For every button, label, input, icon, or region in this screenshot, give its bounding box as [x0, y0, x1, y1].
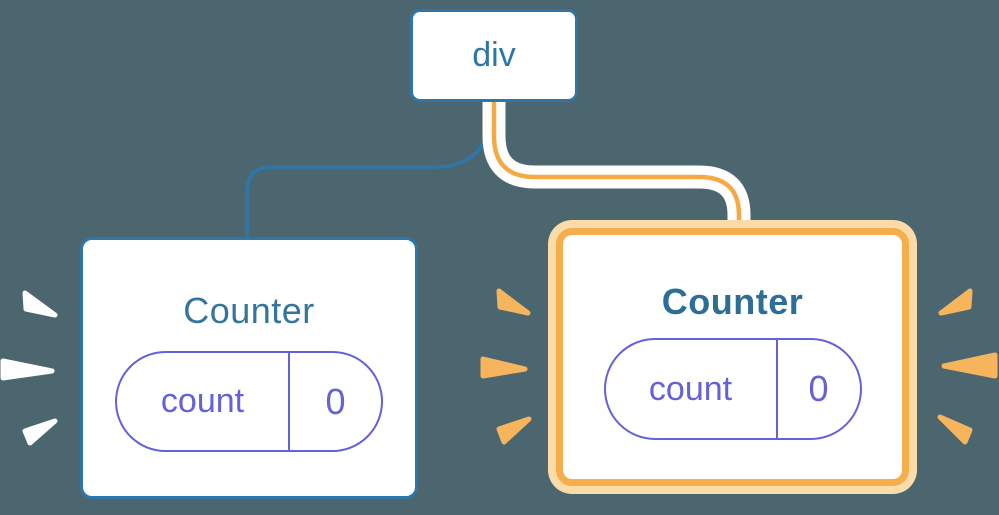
sparkle-icon	[22, 290, 58, 318]
counter-card-right-highlighted: Counter count 0	[556, 228, 909, 486]
counter-title: Counter	[183, 290, 315, 331]
burst-sparkle-orange-icon	[937, 288, 998, 445]
sparkle-icon	[496, 416, 532, 445]
state-pill: count 0	[603, 338, 862, 440]
sparkle-icon	[937, 414, 973, 445]
sparkle-icon	[0, 358, 55, 381]
state-key: count	[606, 340, 778, 438]
state-value: 0	[325, 380, 346, 422]
burst-sparkle-white-icon	[0, 290, 58, 446]
burst-sparkle-orange-icon	[480, 288, 532, 445]
counter-title: Counter	[661, 281, 804, 322]
state-pill: count 0	[115, 351, 383, 452]
sparkle-icon	[22, 418, 58, 446]
sparkle-icon	[496, 288, 531, 316]
sparkle-icon	[938, 288, 973, 316]
sparkle-icon	[480, 356, 528, 379]
edge-left	[245, 102, 492, 239]
state-value: 0	[808, 368, 829, 409]
state-key: count	[117, 353, 290, 450]
edge-right	[491, 102, 742, 236]
edge-right-casing	[482, 102, 751, 226]
sparkle-icon	[941, 352, 998, 379]
root-node-label: div	[472, 36, 516, 74]
counter-card-left: Counter count 0	[80, 237, 418, 499]
root-node-div: div	[410, 9, 578, 102]
